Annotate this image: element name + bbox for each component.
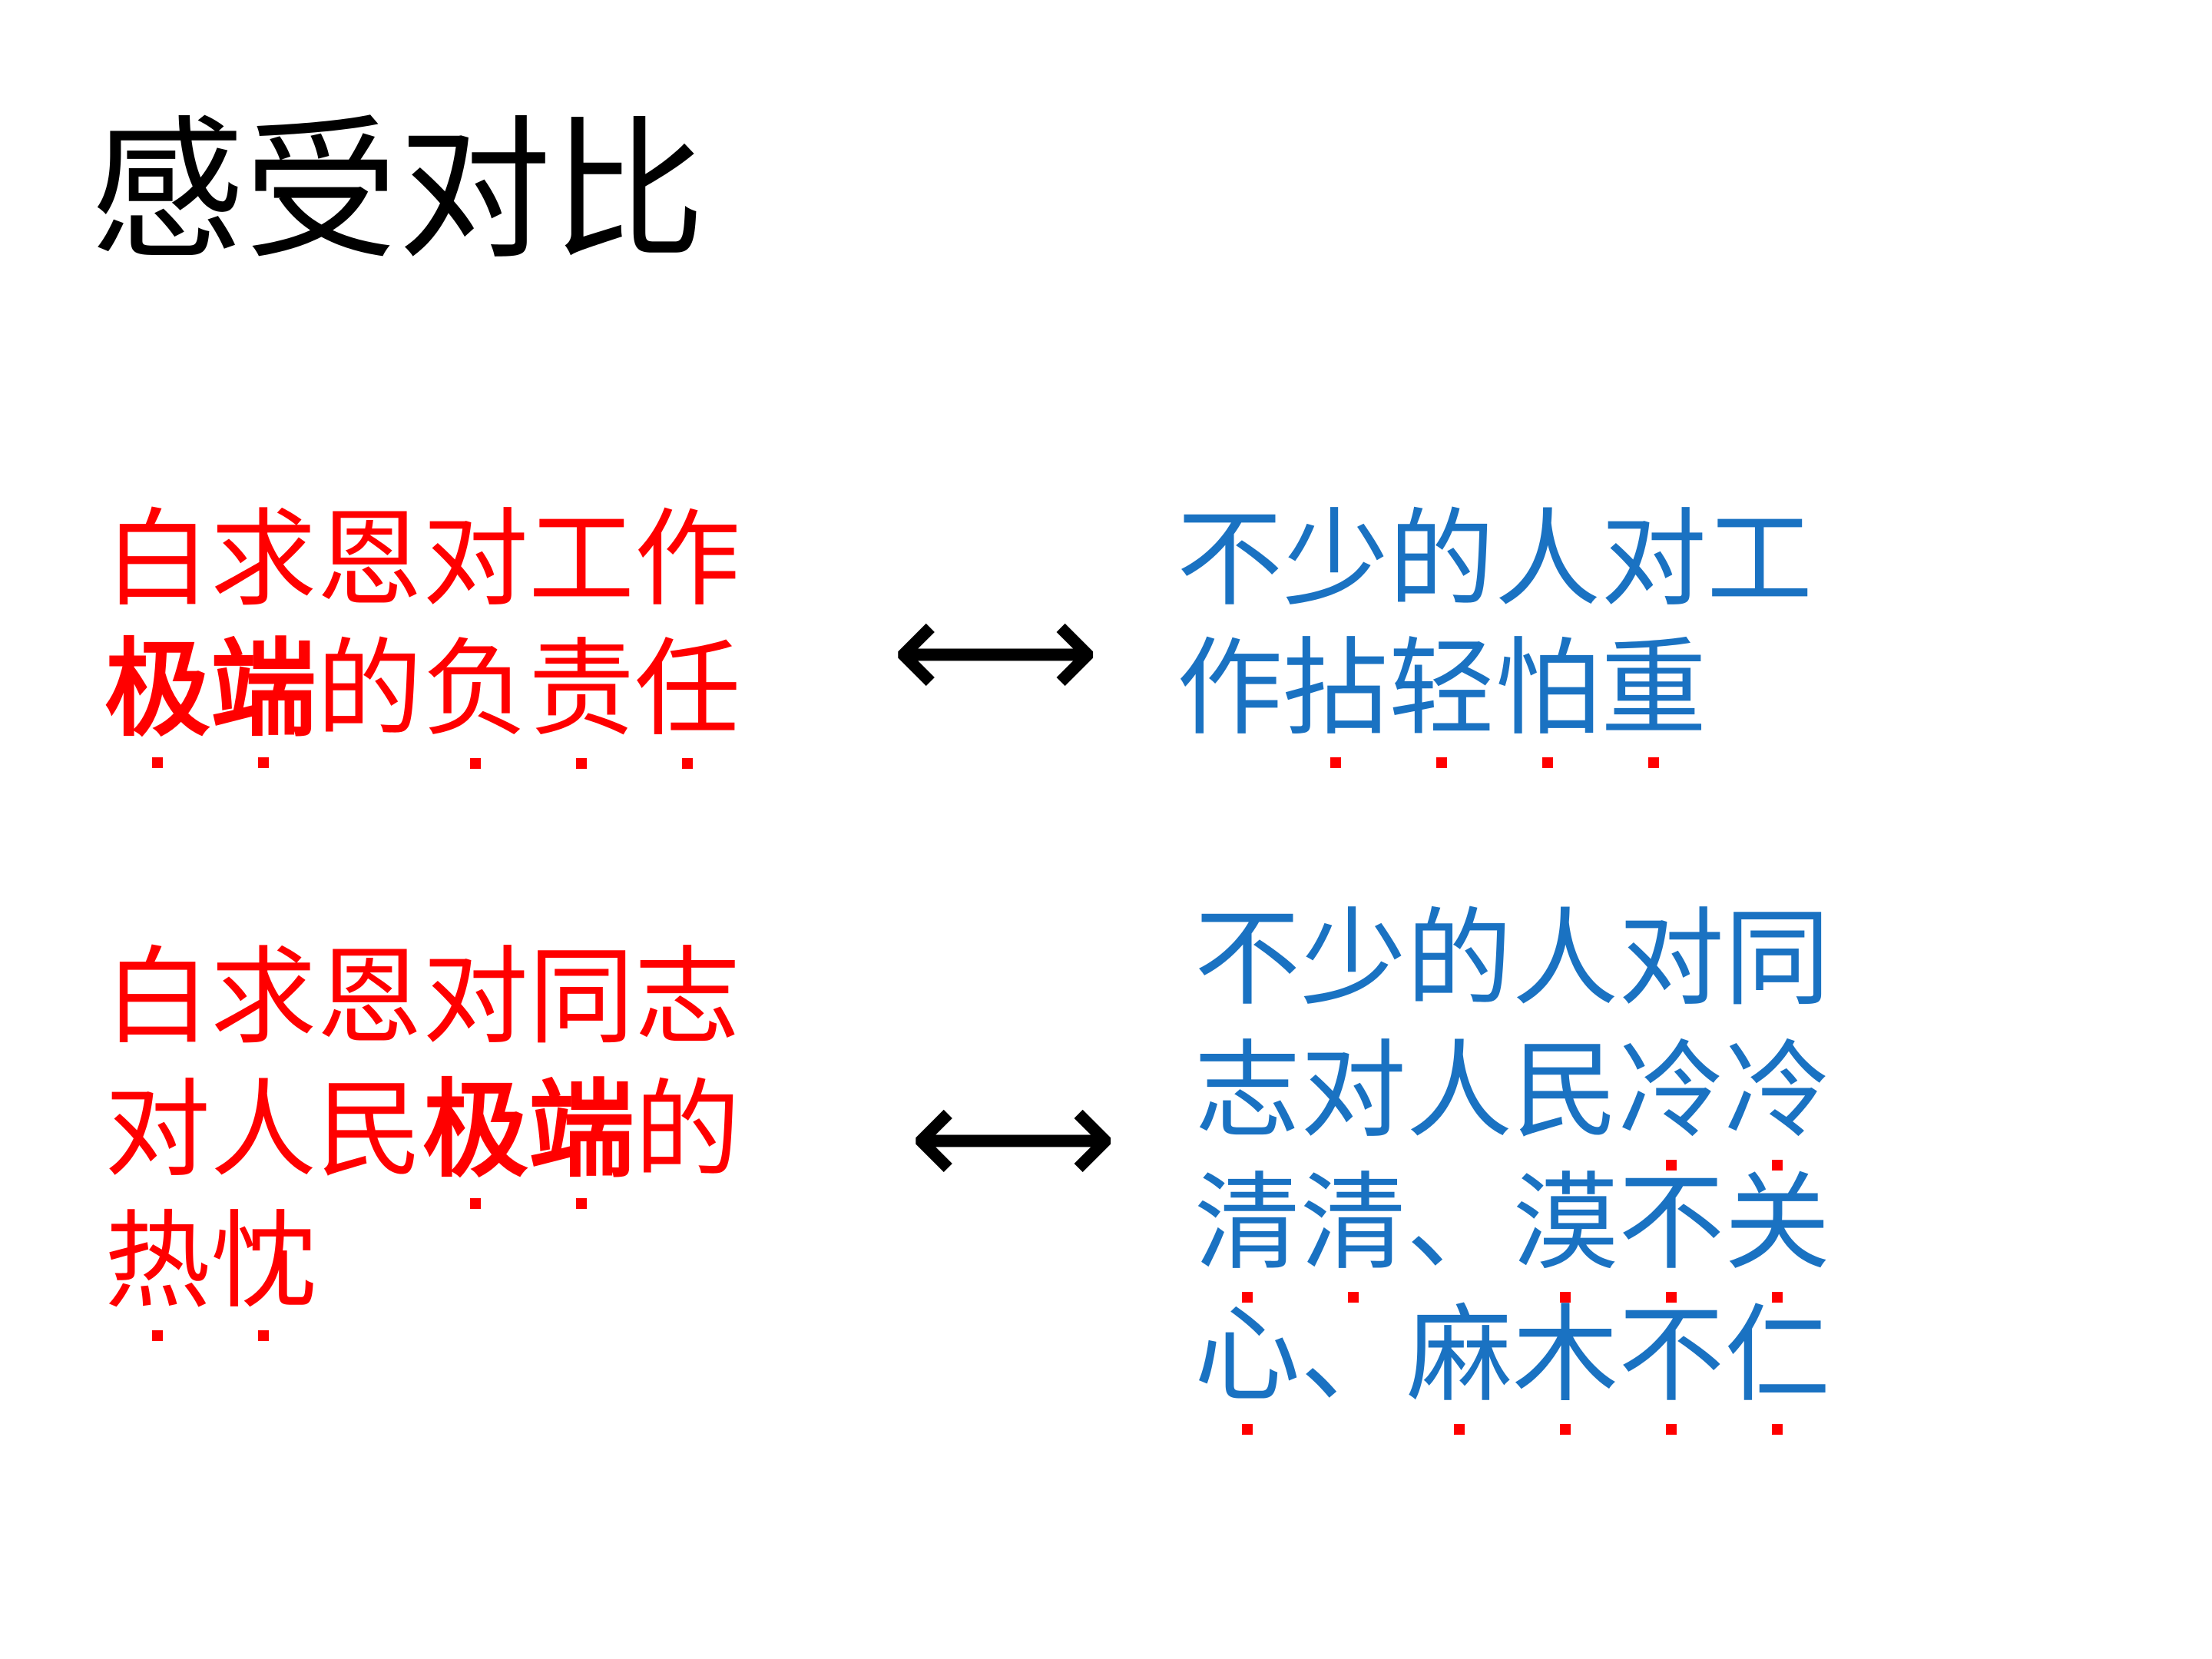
emphasized-char: 拈 <box>1283 627 1389 768</box>
emphasized-char: 端 <box>210 626 317 768</box>
emphasized-char: 不 <box>1618 1161 1725 1303</box>
emphasized-char: 漠 <box>1512 1161 1619 1303</box>
text-line: 对人民极端的 <box>104 1077 740 1209</box>
text-line: 心、麻木不仁 <box>1194 1303 1830 1435</box>
plain-text: 对人民 <box>104 1068 423 1192</box>
emphasized-char: 重 <box>1601 627 1707 768</box>
emphasized-char: 任 <box>634 628 741 769</box>
emphasized-char: 冷 <box>1618 1029 1725 1171</box>
text-line: 作拈轻怕重 <box>1177 627 1813 768</box>
text-line: 白求恩对工作 <box>104 498 741 621</box>
text-line: 极端的负责任 <box>104 626 741 769</box>
emphasized-char: 怕 <box>1495 627 1601 768</box>
emphasized-char: 木 <box>1512 1293 1619 1435</box>
text-line: 热忱 <box>104 1209 740 1341</box>
emphasized-char: 清 <box>1300 1161 1407 1303</box>
emphasized-char: 忱 <box>210 1200 317 1341</box>
comparison-right-2: 不少的人对同 志对人民冷冷 清清、漠不关 心、麻木不仁 <box>1194 906 1830 1435</box>
plain-char: 的 <box>316 628 423 751</box>
double-arrow-icon: ⟷ <box>909 1051 1118 1221</box>
emphasized-char: 极 <box>422 1067 529 1209</box>
punctuation: 、 <box>1300 1293 1407 1417</box>
emphasized-char: 仁 <box>1724 1293 1831 1435</box>
comparison-left-1: 白求恩对工作 极端的负责任 <box>104 498 741 769</box>
text-line: 白求恩对同志 <box>104 935 741 1059</box>
emphasized-char: 端 <box>528 1067 635 1209</box>
plain-text: 志对人民 <box>1194 1029 1619 1153</box>
emphasized-char: 不 <box>1618 1293 1725 1435</box>
emphasized-char: 冷 <box>1724 1029 1831 1171</box>
text-line: 不少的人对同 <box>1194 897 1831 1021</box>
comparison-right-1: 不少的人对工 作拈轻怕重 <box>1177 498 1813 768</box>
plain-char: 作 <box>1177 627 1283 750</box>
text-line: 清清、漠不关 <box>1194 1171 1830 1303</box>
emphasized-char: 轻 <box>1389 627 1495 768</box>
plain-text: 的 <box>634 1068 741 1192</box>
emphasized-char: 心 <box>1194 1293 1301 1435</box>
emphasized-char: 麻 <box>1406 1293 1513 1435</box>
text-line: 不少的人对工 <box>1177 498 1813 621</box>
emphasized-char: 责 <box>528 628 635 769</box>
emphasized-char: 极 <box>104 626 211 768</box>
text-line: 志对人民冷冷 <box>1194 1038 1830 1171</box>
emphasized-char: 负 <box>422 628 529 769</box>
double-arrow-icon: ⟷ <box>891 565 1101 735</box>
emphasized-char: 关 <box>1724 1161 1831 1303</box>
emphasized-char: 清 <box>1194 1161 1301 1303</box>
slide-title: 感受对比 <box>91 102 706 281</box>
comparison-left-2: 白求恩对同志 对人民极端的 热忱 <box>104 945 740 1341</box>
emphasized-char: 热 <box>104 1200 211 1341</box>
punctuation: 、 <box>1406 1161 1513 1285</box>
